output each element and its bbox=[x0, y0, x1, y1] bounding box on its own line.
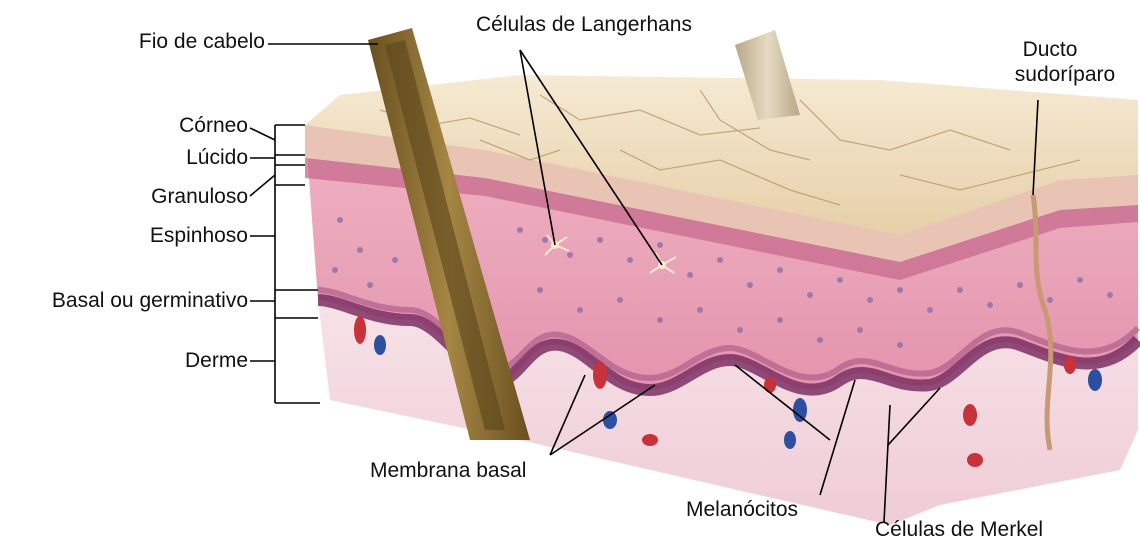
label-sweat-duct-2: sudoríparo bbox=[990, 63, 1140, 87]
label-granulosum: Granuloso bbox=[40, 185, 248, 209]
label-basement-membrane: Membrana basal bbox=[370, 459, 526, 483]
label-hair: Fio de cabelo bbox=[60, 30, 265, 54]
label-basal: Basal ou germinativo bbox=[0, 289, 248, 313]
label-corneum: Córneo bbox=[40, 114, 248, 138]
label-merkel: Células de Merkel bbox=[875, 518, 1043, 542]
label-dermis: Derme bbox=[40, 349, 248, 373]
label-sweat-duct-1: Ducto bbox=[990, 38, 1110, 62]
label-melanocytes: Melanócitos bbox=[686, 498, 798, 522]
label-langerhans: Células de Langerhans bbox=[476, 13, 692, 37]
label-lucidum: Lúcido bbox=[40, 146, 248, 170]
label-spinosum: Espinhoso bbox=[40, 224, 248, 248]
